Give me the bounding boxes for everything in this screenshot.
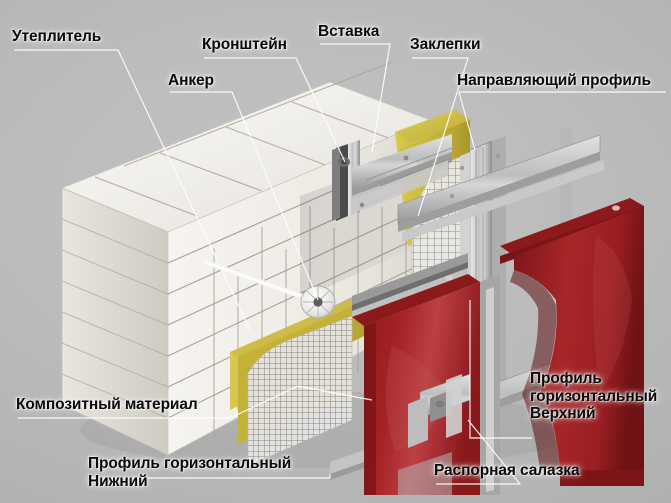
leader-profil-verhniy: [469, 300, 532, 439]
leader-kompozit: [18, 385, 373, 419]
leader-anker: [170, 91, 319, 301]
label-rasportnaya-salazka: Распорная салазка: [434, 462, 580, 479]
label-kompozitnyy-material: Композитный материал: [16, 396, 198, 413]
label-profil-gorizontalnyy-verhniy: Профиль горизонтальный Верхний: [530, 370, 658, 422]
label-anker: Анкер: [168, 72, 214, 89]
label-zaklepki: Заклепки: [410, 36, 481, 53]
label-napravlyayushchiy-profil: Направляющий профиль: [457, 72, 651, 89]
substructure-gap: [480, 274, 500, 495]
rivets: [449, 154, 500, 199]
anchor-dowel: [202, 259, 336, 319]
leader-uteplitel: [14, 49, 251, 331]
composite-panel-right: [500, 198, 644, 486]
leader-napravl-profil: [458, 91, 666, 151]
bracket-assembly: [332, 134, 453, 221]
label-uteplitel: Утеплитель: [12, 28, 102, 45]
leader-vstavka: [320, 43, 391, 153]
label-vstavka: Вставка: [318, 23, 380, 40]
label-profil-gorizontalnyy-nizhniy: Профиль горизонтальный Нижний: [88, 455, 292, 490]
leader-kronshtein: [204, 57, 346, 163]
leader-profil-nizhniy: [90, 474, 331, 479]
horizontal-profile-upper: [397, 134, 604, 242]
leader-zaklepki: [412, 57, 469, 217]
leader-raspornaya: [436, 419, 522, 485]
expansion-slide: [408, 373, 471, 448]
label-kronshtein: Кронштейн: [202, 36, 287, 53]
